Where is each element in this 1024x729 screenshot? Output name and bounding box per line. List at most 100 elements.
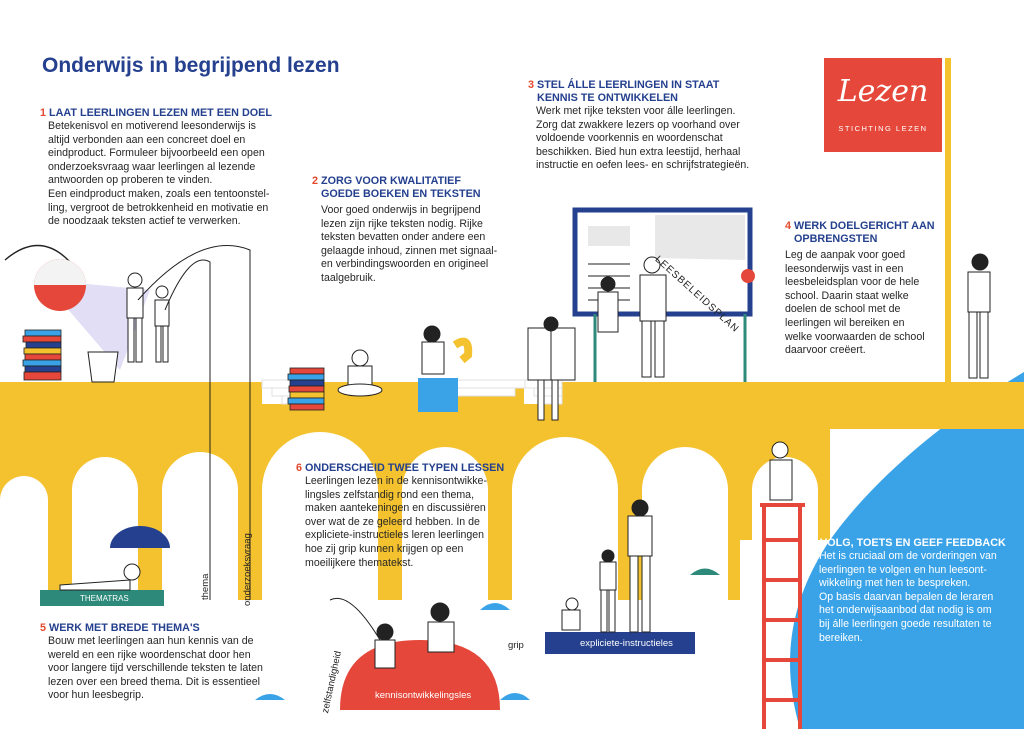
blue-seat [418,378,458,412]
section-7-line: Het is cruciaal om de vorderingen van [819,550,997,562]
section-7-line: bij álle leerlingen goede resultaten te [819,617,992,630]
section-4-number: 4 [785,220,792,232]
section-6-line: moeilijkere thematekst. [305,556,414,569]
section-4-line: school. Daarin staat welke [785,289,909,302]
section-3-heading: STEL ÁLLE LEERLINGEN IN STAAT KENNIS TE … [537,79,720,104]
thematras-mattress [40,590,164,606]
section-7-line: het onderwijsaanbod dat nodig is om [819,604,992,617]
section-5-line: Bouw met leerlingen aan hun kennis van d… [48,635,254,647]
section-7-line: leerlingen te volgen en hun leesont- [819,563,987,576]
section-4-line: welke voorwaarden de school [785,330,925,343]
section-6-line: expliciete-instructieles leren leerlinge… [305,529,485,542]
section-6-line: maken aantekeningen en discussiëren [305,502,486,515]
section-3-line: beschikken. Bied hun extra leestijd, her… [536,145,741,158]
section-3-line: Zorg dat zwakkere lezers op voorhand ove… [536,118,740,131]
fishing-rod-3 [329,598,381,641]
section-7-number: 7 [811,537,818,549]
grip-label: grip [508,640,524,651]
map-pin-icon [741,269,755,283]
logo-subtitle: STICHTING LEZEN [838,124,928,133]
flag-holder-person [967,253,991,379]
section-1-line: altijd verbonden aan een concreet doel e… [48,133,246,146]
section-1-line: eindproduct. Formuleer bijvoorbeeld een … [48,147,265,160]
lifeguard-person [769,441,793,501]
expliciete-instructieles-dock [545,632,695,654]
wave-1 [480,603,510,610]
section-6-number: 6 [296,462,303,474]
section-3-line: instructie en oefen lees- en schrijfstra… [536,159,750,172]
section-4-line: leesbeleidsplan voor de hele [785,276,920,289]
section-1-heading: LAAT LEERLINGEN LEZEN MET EEN DOEL [49,107,272,119]
blue-dome [110,526,170,548]
reading-girl [421,325,445,375]
wave-3 [690,568,720,575]
board-map-area [655,215,745,260]
section-6-line: hoe zij grip kunnen krijgen op een [305,542,464,555]
book-stack-middle [287,367,325,411]
section-1-number: 1 [40,107,47,119]
section-1-line: Een eindproduct maken, zoals een tentoon… [48,187,270,200]
dock-people [561,499,653,633]
section-4-line: doelen de school met de [785,303,901,316]
section-3-number: 3 [528,79,535,91]
yellow-hook [452,337,473,364]
wave-2 [500,693,530,700]
lying-child [59,563,141,591]
section-2-heading: ZORG VOOR KWALITATIEF GOEDE BOEKEN EN TE… [321,175,481,200]
book-stack-left [22,329,62,381]
bridge-arches [0,429,830,600]
section-2-number: 2 [312,175,319,187]
section-6-line: Leerlingen lezen in de kennisontwikke- [305,475,487,487]
section-4-line: Leg de aanpak voor goed [785,249,906,261]
onderzoeksvraag-label: onderzoeksvraag [242,533,253,606]
section-4-line: daarvoor creëert. [785,344,866,357]
section-2-line: taalgebruik. [321,271,376,284]
section-4-line: leerlingen wil bereiken en [785,316,905,329]
kennisontwikkelingsles-label: kennisontwikkelingsles [375,690,472,701]
section-5-heading: WERK MET BREDE THEMA'S [49,622,200,634]
section-6-heading: ONDERSCHEID TWEE TYPEN LESSEN [305,462,505,474]
section-2-line: gelaagde inhoud, zinnen met signaal- [321,244,498,257]
lamp-arm [4,244,71,263]
newspaper-reader [527,316,576,421]
section-5-number: 5 [40,622,47,634]
bucket [87,351,119,383]
section-6-line: lingsles zelfstandig rond een thema, [305,488,475,501]
section-4-heading: WERK DOELGERICHT AAN OPBRENGSTEN [794,220,935,245]
island-children [374,602,455,669]
section-7-line: wikkeling met hen te bespreken. [819,577,971,590]
section-4-line: leesonderwijs vast in een [785,262,904,275]
section-7-heading: VOLG, TOETS EN GEEF FEEDBACK [820,537,1006,549]
section-2-line: Voor goed onderwijs in begrijpend [321,204,481,216]
section-1-line: Betekenisvol en motiverend leesonderwijs… [48,120,256,132]
section-7-line: Op basis daarvan bepalen de leraren [819,590,994,603]
section-5-line: wereld en een rijke woordenschat door he… [48,648,251,661]
section-5-line: voor hun leesbegrip. [48,689,144,702]
stichting-lezen-logo: Lezen STICHTING LEZEN [824,58,942,152]
reading-child-sitting [337,349,383,397]
fishing-children [126,272,170,363]
section-1-line: de noodzaak teksten actief te verwerken. [48,215,241,228]
page-title: Onderwijs in begrijpend lezen [42,54,340,77]
section-1-line: antwoorden op proberen te vinden. [48,174,213,187]
fishing-rod-2 [164,259,211,600]
section-2-line: en verbindingswoorden en origineel [321,258,489,271]
section-3-line: voldoende voorkennis en woordenschat [536,132,723,145]
section-2-line: teksten bevatten onder andere een [321,231,486,244]
fishing-rod-1 [137,245,251,600]
thematras-label: THEMATRAS [80,594,129,603]
section-2-line: lezen zijn rijke teksten nodig. Rijke [321,217,483,230]
bridge-deck [0,382,1024,429]
expliciete-instructieles-label: expliciete-instructieles [580,638,673,649]
logo-word: Lezen [837,74,929,109]
section-7-line: bereiken. [819,631,863,644]
thema-label: thema [200,573,211,600]
